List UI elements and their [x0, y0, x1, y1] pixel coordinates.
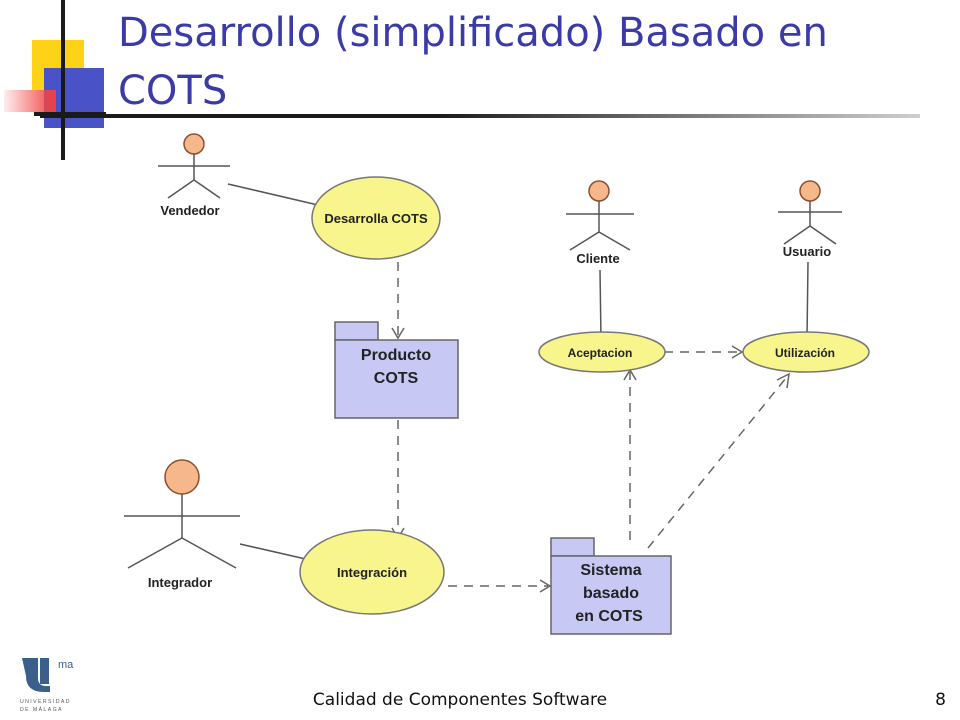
- usecase-label: Desarrolla COTS: [324, 211, 428, 226]
- package-producto-cots: Producto COTS: [334, 321, 459, 419]
- actor-usuario: Usuario: [778, 180, 842, 259]
- decor-vertical-line: [61, 0, 65, 160]
- title-underline: [40, 114, 920, 118]
- decor-red-bar: [4, 90, 56, 112]
- usecase-utilizacion: Utilización: [742, 331, 870, 373]
- university-logo: ma UNIVERSIDAD DE MÁLAGA: [20, 658, 74, 713]
- package-sistema-basado-cots: Sistema basado en COTS: [550, 537, 672, 635]
- logo-line2: DE MÁLAGA: [20, 706, 63, 713]
- slide-title: Desarrollo (simplificado) Basado en COTS: [118, 10, 828, 114]
- usecase-label: Integración: [337, 565, 407, 580]
- package-label-line1: Producto: [361, 347, 431, 364]
- package-label-line2: COTS: [374, 370, 419, 387]
- actor-label: Cliente: [576, 251, 619, 266]
- usecase-label: Utilización: [775, 346, 835, 360]
- actor-vendedor: Vendedor: [158, 133, 230, 218]
- logo-line1: UNIVERSIDAD: [20, 699, 71, 705]
- logo-mark: ma: [58, 659, 74, 671]
- dep-desarrolla-producto: [391, 262, 405, 340]
- dep-integracion-sistema: [448, 579, 552, 593]
- usecase-label: Aceptacion: [568, 346, 633, 360]
- dep-sistema-aceptacion: [623, 368, 637, 540]
- actor-label: Vendedor: [160, 203, 219, 218]
- assoc-usuario-utilizacion: [806, 261, 809, 339]
- actor-cliente: Cliente: [566, 180, 634, 266]
- package-label-line1: Sistema: [580, 562, 641, 579]
- page-number: 8: [935, 690, 946, 710]
- usecase-aceptacion: Aceptacion: [538, 331, 666, 373]
- dep-sistema-utilizacion: [647, 372, 790, 549]
- dep-producto-integracion: [391, 420, 405, 540]
- assoc-vendedor-desarrolla: [227, 183, 319, 206]
- actor-label: Integrador: [148, 575, 212, 590]
- package-label-line2: basado: [583, 585, 639, 602]
- assoc-cliente-aceptacion: [599, 269, 602, 341]
- usecase-desarrolla-cots: Desarrolla COTS: [311, 176, 441, 260]
- actor-label: Usuario: [783, 244, 831, 259]
- dep-aceptacion-utilizacion: [664, 345, 744, 359]
- actor-integrador: Integrador: [124, 459, 240, 590]
- footer-text: Calidad de Componentes Software: [312, 690, 608, 710]
- package-label-line3: en COTS: [575, 608, 643, 625]
- assoc-integrador-integracion: [239, 543, 311, 561]
- usecase-integracion: Integración: [299, 529, 445, 615]
